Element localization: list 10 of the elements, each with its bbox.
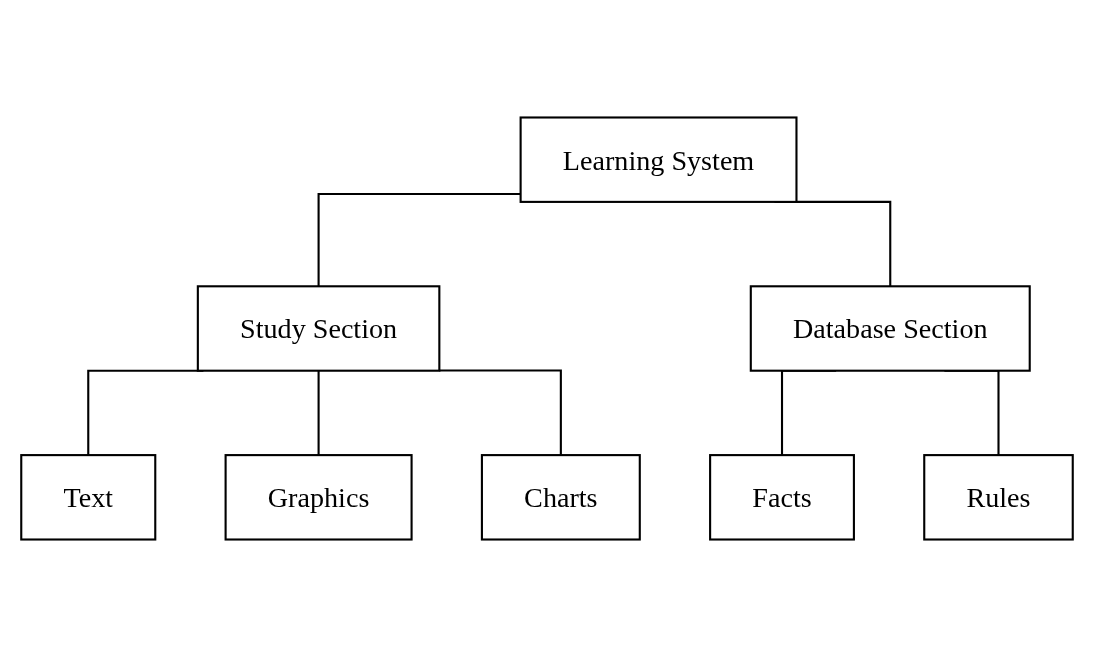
connector — [317, 192, 521, 287]
connector — [439, 369, 562, 456]
node-box: Learning System — [519, 116, 798, 203]
node-box: Facts — [709, 454, 855, 541]
node-box: Text — [20, 454, 157, 541]
node-box: Graphics — [224, 454, 413, 541]
node-box: Study Section — [196, 285, 441, 372]
node-box: Rules — [923, 454, 1074, 541]
node-box: Charts — [480, 454, 641, 541]
node-box: Database Section — [749, 285, 1031, 372]
